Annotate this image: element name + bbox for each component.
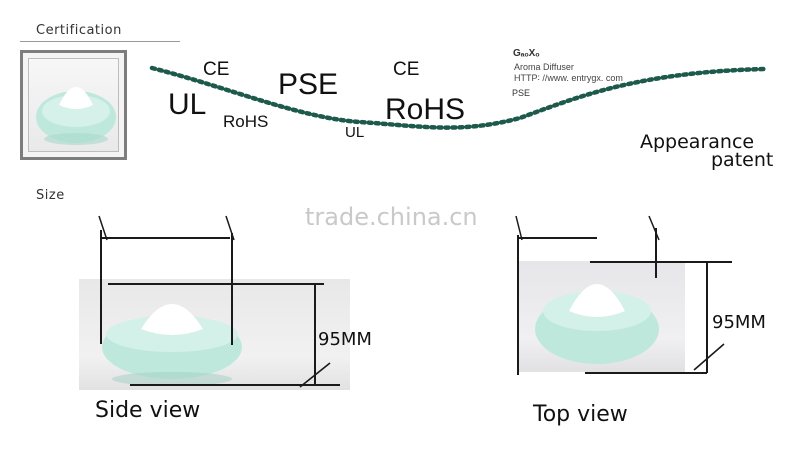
pse-mark: PSE xyxy=(278,68,339,101)
appearance-patent-line1: Appearance xyxy=(640,131,755,153)
side-width-guide-left xyxy=(100,230,102,344)
side-height-line-bottom xyxy=(130,384,340,386)
diffuser-side-image xyxy=(102,304,242,386)
top-height-tick xyxy=(693,343,725,371)
side-height-line-top xyxy=(108,283,324,285)
side-view-label: Side view xyxy=(95,398,201,423)
certification-divider xyxy=(20,41,180,42)
top-width-guide-right xyxy=(655,228,657,278)
brand-logo: GₐₒXₒ xyxy=(513,48,540,59)
side-height-value: 95MM xyxy=(318,329,372,350)
top-width-line xyxy=(517,237,597,239)
top-height-value: 95MM xyxy=(712,312,766,333)
ul-mark-large: UL xyxy=(168,88,207,121)
top-width-tick-right xyxy=(648,215,660,241)
side-view-photo xyxy=(79,279,350,390)
top-height-line-top xyxy=(590,261,732,263)
top-width-tick-left xyxy=(515,215,523,241)
rohs-mark-small: RoHS xyxy=(223,112,269,131)
rohs-mark-large: RoHS xyxy=(385,93,466,126)
pse-label-small: PSE xyxy=(512,88,531,98)
certification-dotted-curve xyxy=(149,65,768,130)
side-width-guide-right xyxy=(231,233,233,345)
size-heading: Size xyxy=(36,188,65,203)
top-view-label: Top view xyxy=(533,402,628,427)
product-url: HTTP∶ //www. entrygx. com xyxy=(514,73,623,83)
ul-mark-small: UL xyxy=(345,124,365,141)
diffuser-top-image xyxy=(535,284,659,364)
side-height-tick xyxy=(299,362,331,388)
top-view-photo xyxy=(517,261,685,372)
product-photo-thumbnail xyxy=(20,50,127,160)
diffuser-thumbnail-image xyxy=(36,87,116,145)
appearance-patent-line2: patent xyxy=(711,149,774,171)
ce-mark-1: CE xyxy=(203,59,230,80)
top-height-vertical xyxy=(706,261,708,373)
top-height-line-bottom xyxy=(585,372,707,374)
watermark: trade.china.cn xyxy=(305,203,478,231)
top-width-guide-left xyxy=(517,235,519,375)
ce-mark-2: CE xyxy=(393,59,420,80)
certification-heading: Certification xyxy=(36,23,122,38)
side-width-line xyxy=(100,237,230,239)
side-width-tick-right xyxy=(225,215,235,241)
product-name: Aroma Diffuser xyxy=(514,62,574,72)
side-height-vertical xyxy=(314,283,316,385)
side-width-tick-left xyxy=(98,215,108,241)
